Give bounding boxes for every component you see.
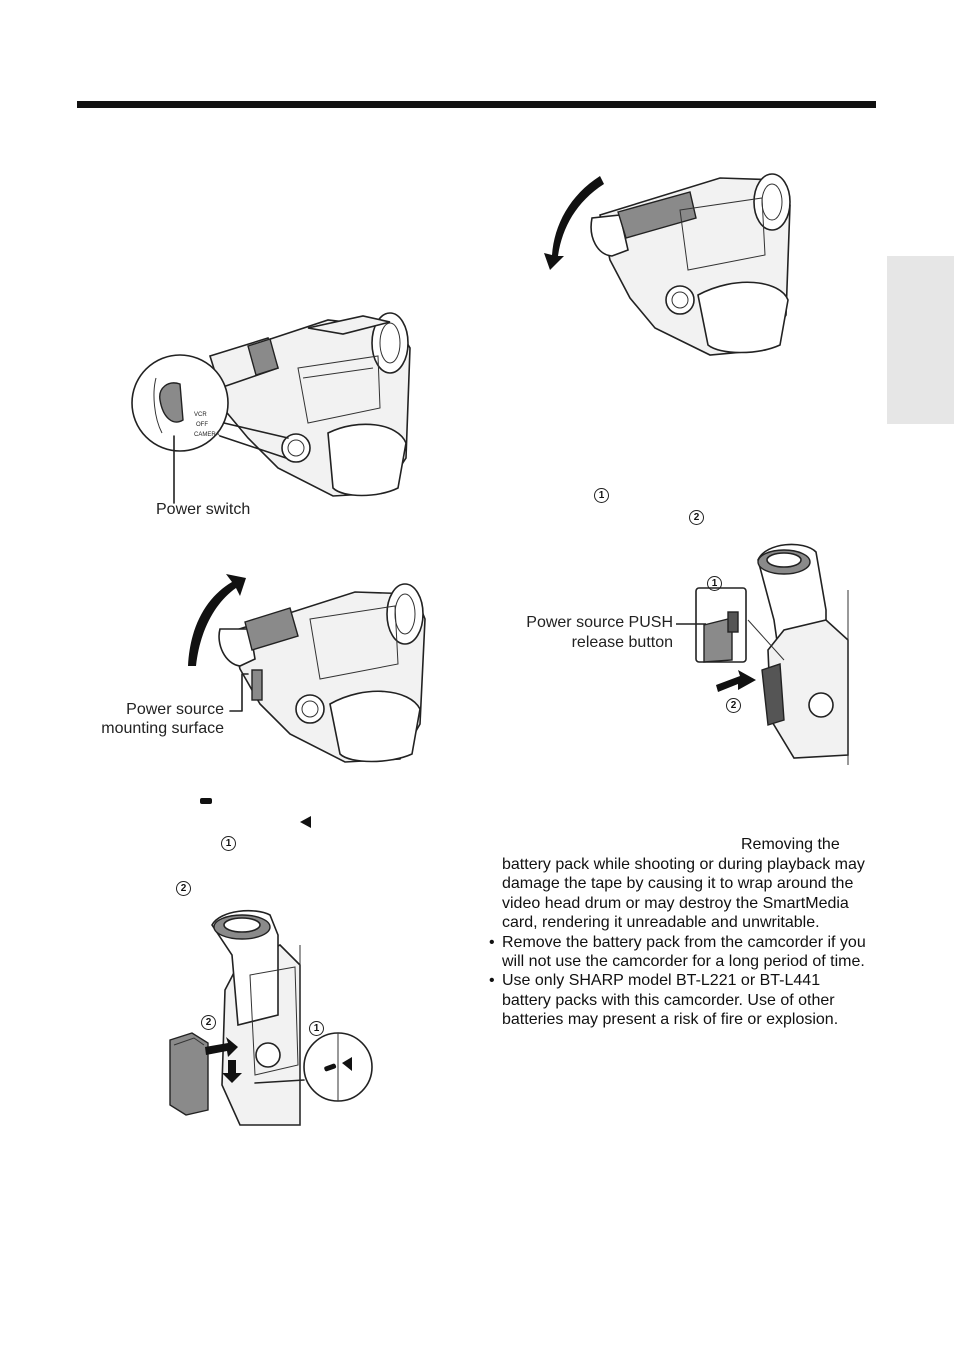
section-tab (887, 256, 954, 424)
mounting-surface-label-2: mounting surface (101, 720, 224, 737)
battery-pack-icon (169, 1032, 209, 1116)
push-button-label-1: Power source PUSH (526, 614, 673, 631)
rotate-arrow-icon (188, 574, 246, 666)
battery-remove-illustration (695, 543, 849, 765)
push-step-two-marker: 2 (726, 698, 741, 713)
remove-step-two-marker: 2 (689, 510, 704, 525)
switch-camera-label: CAMERA (194, 432, 220, 438)
rotate-down-arrow-icon (544, 176, 604, 270)
step-two-marker: 2 (176, 881, 191, 896)
notes-block: battery pack while shooting or during pl… (489, 855, 869, 1030)
step-one-marker: 1 (221, 836, 236, 851)
battery-step-two-marker: 2 (201, 1015, 216, 1030)
push-button-label-2: release button (571, 634, 673, 651)
triangle-mark-icon (300, 816, 311, 828)
battery-insert-illustration (169, 909, 373, 1126)
camcorder-illustration: VCR OFF CAMERA (131, 312, 411, 504)
mounting-surface-label-1: Power source (126, 701, 224, 718)
push-step-one-marker: 1 (707, 576, 722, 591)
header-rule (77, 101, 876, 108)
remove-step-one-marker: 1 (594, 488, 609, 503)
removing-fragment: Removing the (741, 836, 840, 853)
note-sharp-models: Use only SHARP model BT-L221 or BT-L441 … (489, 971, 869, 1029)
power-switch-label: Power switch (156, 501, 251, 518)
minus-mark-icon (200, 798, 212, 804)
switch-off-label: OFF (196, 422, 208, 428)
camcorder-rotate-up-illustration (188, 574, 426, 763)
note-first-body: battery pack while shooting or during pl… (502, 856, 865, 932)
note-remove-pack: Remove the battery pack from the camcord… (489, 933, 869, 972)
battery-step-one-marker: 1 (309, 1021, 324, 1036)
push-leader-line (676, 623, 706, 625)
switch-vcr-label: VCR (194, 412, 207, 418)
camcorder-rotate-down-illustration (544, 173, 791, 356)
